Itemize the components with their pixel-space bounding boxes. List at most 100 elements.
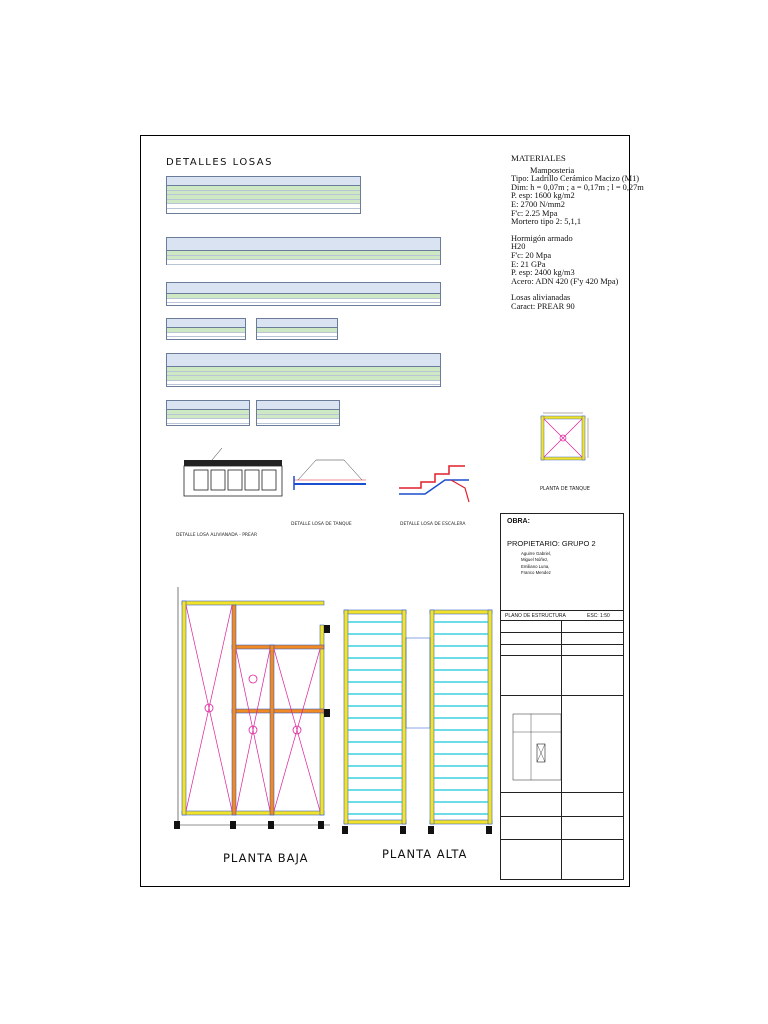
interior-beam [269,644,275,816]
tank-beam [540,415,586,420]
ground-floor-plan [174,587,330,829]
materials-line: Acero: ADN 420 (F'y 420 Mpa) [511,276,619,286]
slab-mark [248,674,258,684]
column [400,826,406,834]
materials-line: F'c: 20 Mpa [511,250,552,260]
slab-mark [204,703,214,713]
column [324,625,330,633]
table-cargas [166,237,441,265]
materials-line: P. esp: 2400 kg/m3 [511,268,575,278]
slab-leader [211,447,223,461]
table-armadura-tanque [166,282,441,306]
slab-detail-prear [183,447,283,497]
interior-beam [231,708,325,714]
tank-slab-rebar [297,459,363,481]
stair-profile [399,465,465,489]
perimeter-beam [319,624,325,816]
member-name: Aguirre Gabriel, [521,551,552,556]
perimeter-beam [429,609,435,825]
details-heading: DETALLES LOSAS [166,157,273,168]
slab-detail-label: DETALLE LOSA ALIVIANADA - PREAR [176,533,258,538]
stair-profile [399,479,469,495]
column [230,821,236,829]
tank-diagonal [543,418,583,458]
materials-line: E: 21 GPa [511,259,546,269]
slab-block [227,469,243,491]
slab-block [210,469,226,491]
tank-slab-detail [293,459,366,490]
stair-slab-detail-label: DETALLE LOSA DE ESCALERA [400,522,466,527]
drawing-sheet [140,135,630,887]
materials-line: F'c: 2.25 Mpa [511,208,558,218]
perimeter-beam [181,600,187,816]
ground-floor-title: PLANTA BAJA [223,851,309,865]
column [174,821,180,829]
tank-beam [581,415,586,461]
table-armadura-reparticion-1 [256,318,338,340]
slab-body [183,465,283,497]
stair-slab-detail [399,465,470,503]
tank-center-mark [559,434,567,442]
materials-line: Caract: PREAR 90 [511,301,575,311]
interior-beam [231,604,237,816]
materials-line: Dim: h = 0,07m ; a = 0,17m ; l = 0,27m [511,182,644,192]
member-name: Emiliano Luna, [521,563,550,569]
owner-members: Aguirre Gabriel, Miguel Núñez, Emiliano … [521,551,551,576]
brace [273,648,321,812]
perimeter-beam [343,819,407,825]
perimeter-beam [487,609,493,825]
title-block-divider [561,620,562,879]
upper-floor-plan [342,609,493,834]
stair-opening [405,637,431,729]
joists-left [348,621,402,815]
materials-line: Tipo: Ladrillo Cerámico Macizo (M1) [511,174,640,184]
column [342,826,348,834]
obra-label: OBRA: [507,518,530,525]
tank-plan [540,412,589,461]
title-block: OBRA: PROPIETARIO: GRUPO 2 Aguirre Gabri… [500,513,624,880]
slab-mark [248,725,258,735]
perimeter-beam [429,609,493,615]
interior-beam [231,644,325,650]
slab-block [261,469,277,491]
perimeter-beam [181,600,325,606]
slab-topping [184,460,282,466]
brace [235,648,271,812]
column [428,826,434,834]
column [318,821,324,829]
location-map [512,713,562,781]
table-armadura-principal-2 [166,400,250,426]
table-losas [166,176,361,214]
materials-line: P. esp: 1600 kg/m2 [511,191,575,201]
materials-line: Mortero tipo 2: 5,1,1 [511,217,582,227]
perimeter-beam [343,609,407,615]
tank-slab-detail-label: DETALLE LOSA DE TANQUE [291,522,352,527]
upper-floor-title: PLANTA ALTA [382,847,468,861]
materials-title: MATERIALES [511,153,566,163]
perimeter-beam [181,810,325,816]
materials-line: Hormigón armado [511,233,573,243]
perimeter-beam [343,609,349,825]
column [324,709,330,717]
tank-beam [540,456,586,461]
tank-beam [540,415,545,461]
materials-line: Mamposteria [530,165,575,175]
table-escalera [166,353,441,387]
scale-label: ESC: 1:50 [587,613,610,619]
perimeter-beam [401,609,407,825]
stair-profile [450,479,470,503]
column [486,826,492,834]
materials-line: H20 [511,242,526,252]
joists-right [434,621,488,815]
materials-line: Losas alivianadas [511,293,571,303]
tank-plan-label: PLANTA DE TANQUE [540,486,590,492]
member-name: Miguel Núñez, [521,557,549,563]
column [268,821,274,829]
owner-label: PROPIETARIO: GRUPO 2 [507,539,596,548]
table-armadura-reparticion-2 [256,400,340,426]
materials-line: E: 2700 N/mm2 [511,199,565,209]
slab-mark [292,725,302,735]
slab-block [244,469,260,491]
perimeter-beam [429,819,493,825]
plan-title: PLANO DE ESTRUCTURA [505,613,566,619]
